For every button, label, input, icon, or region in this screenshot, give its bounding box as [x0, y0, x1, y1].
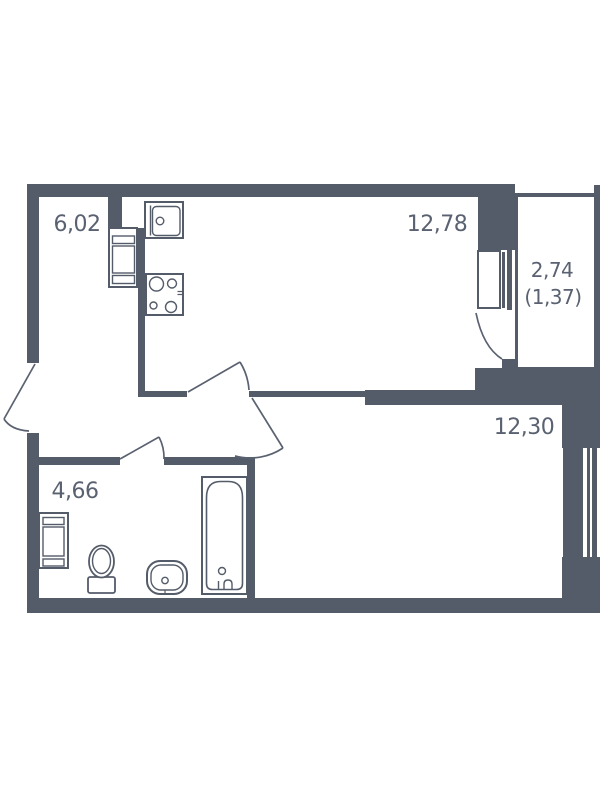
wall-kitchen-divider: [138, 228, 145, 397]
washing-machine-details: [42, 516, 65, 567]
balcony-area-label: 2,74: [531, 258, 574, 282]
wall-top: [27, 184, 515, 197]
wall-pier-lower-right: [562, 557, 600, 598]
wall-bathroom-right: [247, 457, 255, 598]
window-line-inner: [587, 448, 590, 557]
window-line-outer: [592, 448, 597, 557]
kitchen-area-label: 6,02: [54, 212, 101, 237]
wall-balcony-block: [478, 197, 515, 250]
bathtub: [201, 476, 248, 595]
balcony-outline-top: [515, 193, 598, 197]
wall-hall-right: [249, 391, 365, 397]
entrance-door-arc: [3, 418, 30, 432]
balcony-area-reduced-label: (1,37): [524, 285, 581, 309]
balcony-radiator: [507, 250, 512, 310]
wall-kitchen-stub: [108, 197, 122, 227]
fridge-details: [111, 235, 136, 285]
fixtures: [38, 201, 501, 595]
room-area-label: 12,30: [494, 415, 554, 440]
kitchen-door-arc: [239, 361, 250, 391]
bathroom-door-leaf: [119, 436, 160, 460]
walls: [27, 184, 600, 613]
toilet-tank: [87, 576, 116, 594]
bathroom-door-arc: [158, 436, 165, 460]
balcony-window-line: [502, 252, 505, 308]
living-room-area-label: 12,78: [407, 212, 467, 237]
bathtub-details: [205, 480, 244, 591]
bathroom-area-label: 4,66: [52, 479, 99, 504]
balcony-outline-left: [515, 193, 518, 371]
kitchen-door-leaf: [187, 361, 241, 393]
wall-left-upper: [27, 184, 39, 363]
toilet-bowl-inner: [91, 547, 112, 575]
wall-hall-left: [138, 391, 187, 397]
room-door-arc: [234, 447, 284, 459]
wall-bottom: [27, 598, 600, 613]
kitchen-sink-details: [149, 205, 181, 237]
wall-balcony-stub: [502, 359, 515, 368]
washbasin-details: [150, 564, 184, 594]
wall-bathroom-top-right: [164, 457, 249, 465]
doors: [3, 312, 503, 460]
fridge: [108, 227, 138, 288]
balcony-outline-right: [594, 185, 600, 371]
entrance-door-leaf: [3, 363, 36, 420]
room-door-leaf: [251, 397, 284, 449]
balcony-outline-bottom: [515, 367, 598, 371]
room-labels: 6,02 12,78 2,74 (1,37) 12,30 4,66: [52, 212, 583, 504]
wall-pier-upper-right: [562, 368, 600, 448]
wall-left-lower: [27, 433, 39, 613]
wall-bathroom-top-left: [39, 457, 120, 465]
window-radiator: [563, 448, 583, 557]
stove-burners: [148, 276, 182, 314]
balcony-door-arc: [475, 312, 503, 360]
wall-hall-thick: [365, 368, 562, 405]
balcony-door-panel: [477, 250, 501, 309]
